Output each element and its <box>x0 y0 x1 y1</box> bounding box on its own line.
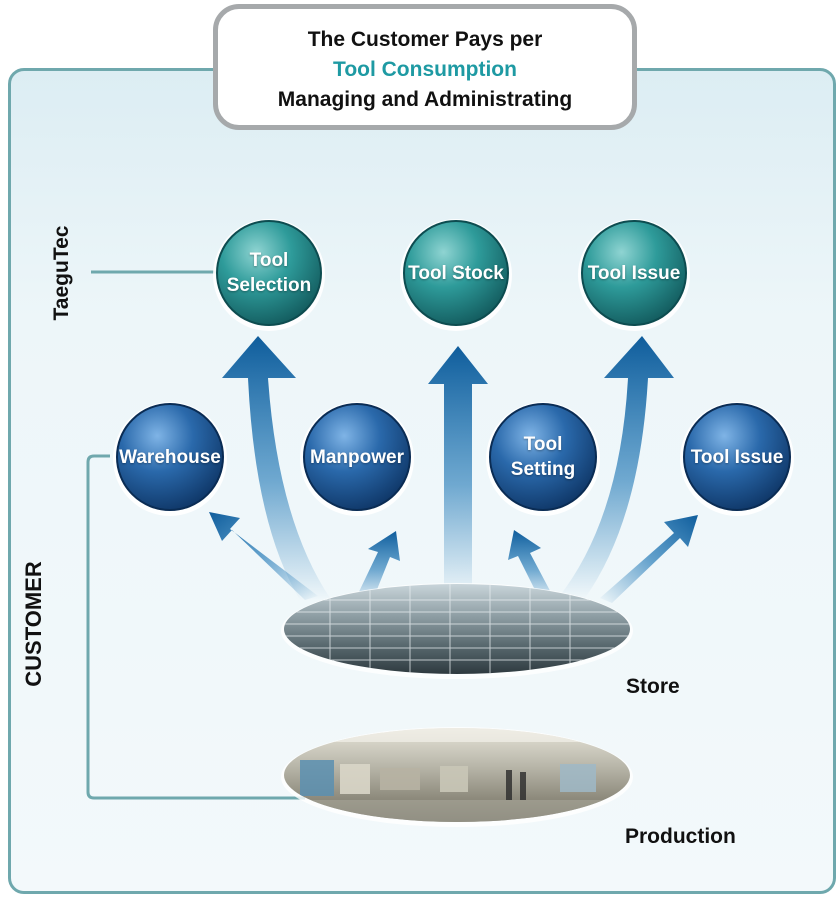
arrow-manpower <box>355 531 400 602</box>
production-caption: Production <box>625 825 736 848</box>
circle-tool-selection <box>216 220 322 326</box>
circle-label-tool-selection: Tool Selection <box>226 250 312 296</box>
circle-label-manpower: Manpower <box>310 446 404 468</box>
arrow-tool-stock <box>428 346 488 598</box>
circle-label-warehouse: Warehouse <box>119 446 221 468</box>
taegutec-circles <box>213 219 690 331</box>
header-line-3: Managing and Administrating <box>277 88 573 111</box>
customer-bracket-line <box>86 454 305 800</box>
arrow-tool-issue-bottom <box>600 515 698 603</box>
store-photo <box>281 583 633 679</box>
taegutec-label: TaeguTec <box>50 225 73 321</box>
circle-tool-stock <box>403 220 509 326</box>
arrow-tool-selection <box>222 336 330 600</box>
customer-circles <box>113 402 794 516</box>
production-photo <box>281 727 633 827</box>
circle-tool-setting <box>489 403 597 511</box>
circle-tool-issue-bottom <box>683 403 791 511</box>
header-line-1: The Customer Pays per <box>307 28 543 51</box>
circle-warehouse <box>116 403 224 511</box>
circle-label-tool-stock: Tool Stock <box>408 262 504 284</box>
store-caption: Store <box>626 675 680 698</box>
circle-label-tool-issue-top: Tool Issue <box>587 262 681 284</box>
arrow-tool-issue-top <box>558 336 674 598</box>
circle-label-tool-issue-bottom: Tool Issue <box>690 446 784 468</box>
arrow-tool-setting <box>508 530 556 602</box>
circle-manpower <box>303 403 411 511</box>
arrow-warehouse <box>209 512 318 600</box>
circle-label-tool-setting: Tool Setting <box>510 434 576 480</box>
header-box: The Customer Pays per Tool Consumption M… <box>213 4 637 130</box>
header-line-2: Tool Consumption <box>333 58 517 81</box>
arrows <box>209 336 698 603</box>
circle-tool-issue-top <box>581 220 687 326</box>
customer-label: CUSTOMER <box>21 561 46 687</box>
